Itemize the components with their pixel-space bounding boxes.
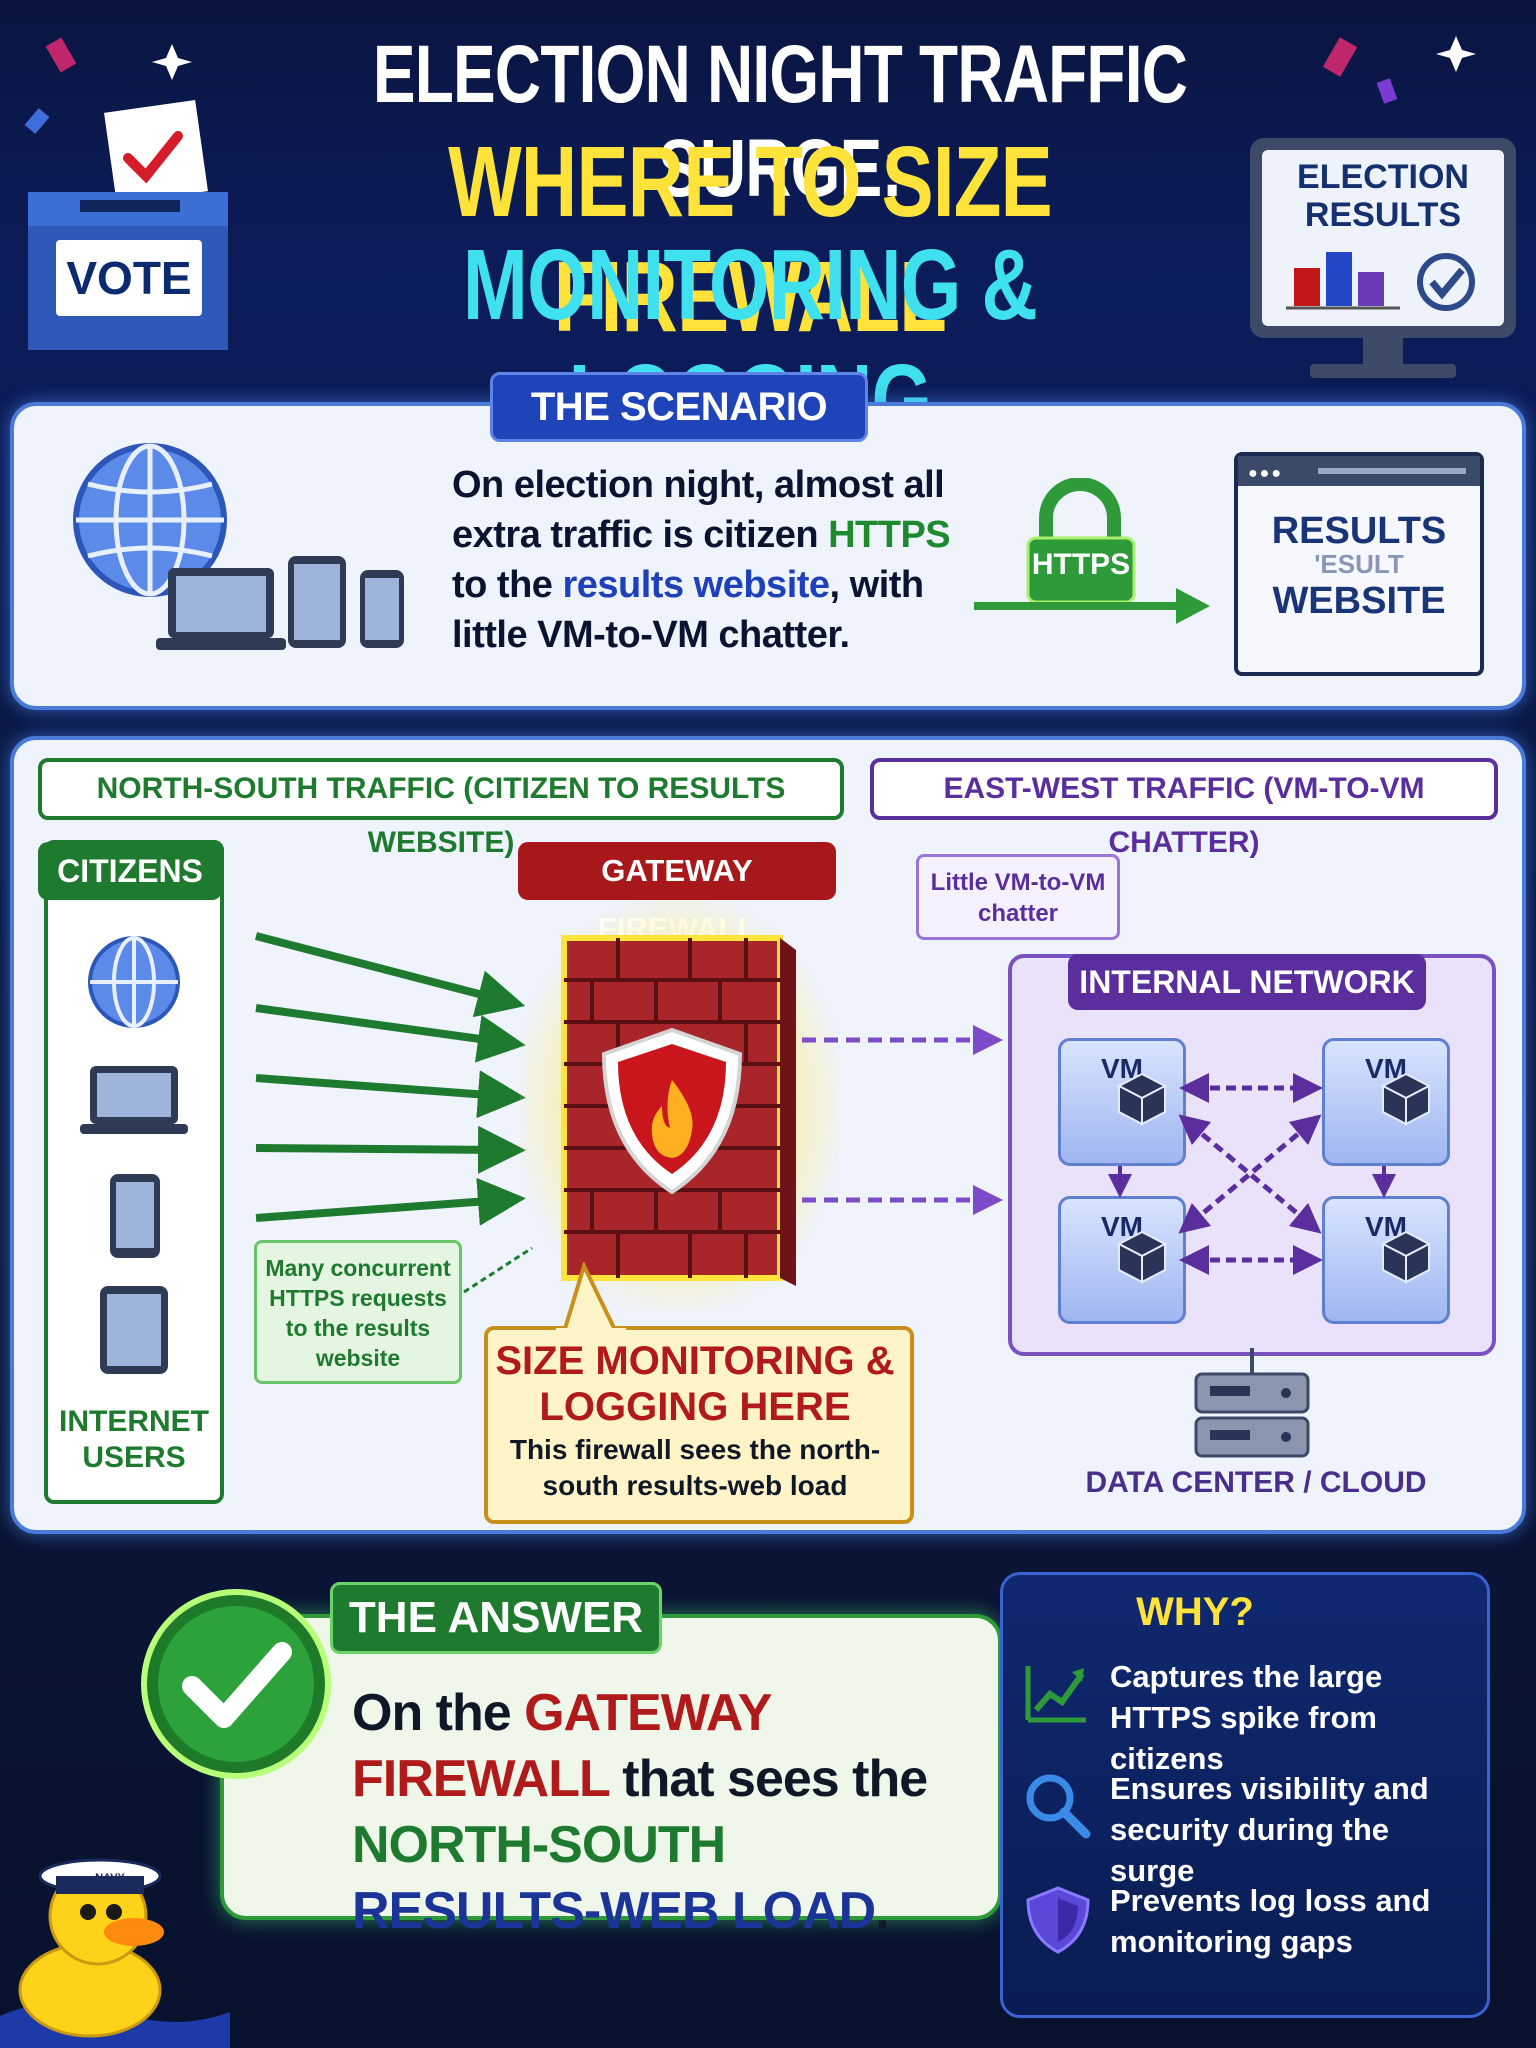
- check-circle-icon: [141, 1589, 331, 1779]
- north-south-arrows: [254, 932, 526, 1226]
- navy-duck-mascot: [0, 1858, 230, 2048]
- sparkle-icon: [1436, 36, 1476, 72]
- requests-note: Many concurrent HTTPS requests to the re…: [254, 1240, 462, 1384]
- page-title-line1: ELECTION NIGHT TRAFFIC SURGE:: [372, 29, 1188, 214]
- scenario-https-highlight: HTTPS: [828, 514, 951, 556]
- header-decorations: [24, 36, 1476, 134]
- scenario-heading: THE SCENARIO: [490, 372, 868, 442]
- scenario-results-highlight: results website: [562, 564, 830, 606]
- size-monitoring-title: SIZE MONITORING & LOGGING HERE: [495, 1339, 895, 1429]
- scenario-text-part: , with little VM-to-VM chatter.: [452, 564, 924, 656]
- answer-heading: THE ANSWER: [330, 1582, 662, 1654]
- callout-pointer: [556, 1262, 626, 1334]
- firewall-brick-wall-icon: [561, 935, 796, 1286]
- north-south-label: NORTH-SOUTH TRAFFIC (CITIZEN TO RESULTS …: [38, 758, 844, 859]
- results-website-window: ●●● RESULTS 'ESULT WEBSITE: [1234, 452, 1484, 676]
- website-title: RESULTS: [1271, 510, 1447, 552]
- why-panel: [1000, 1572, 1490, 2018]
- citizen-device-list: [80, 936, 188, 1374]
- confetti: [45, 37, 77, 73]
- laptop-icon: [80, 1066, 188, 1134]
- flame-icon: [651, 1080, 693, 1158]
- server-rack-icon: [1194, 1348, 1310, 1458]
- lock-icon: [1039, 478, 1121, 542]
- phone-icon: [110, 1174, 160, 1258]
- chatter-note: Little VM-to-VM chatter: [916, 854, 1120, 940]
- ballot-box-illustration: VOTE: [22, 100, 237, 350]
- tablet-icon: [100, 1286, 168, 1374]
- why-item-1: Captures the large HTTPS spike from citi…: [1110, 1659, 1383, 1776]
- website-subtitle: WEBSITE: [1272, 580, 1446, 622]
- answer-north-south-highlight: NORTH-SOUTH: [352, 1816, 726, 1874]
- globe-icon: [73, 443, 227, 597]
- duck-badge: NAVY: [95, 1872, 125, 1884]
- laptop-icon: [156, 568, 286, 650]
- arrow-right-icon: [1176, 588, 1210, 624]
- answer-text: On the GATEWAY FIREWALL that sees the NO…: [352, 1680, 972, 1944]
- chart-up-icon: [1025, 1666, 1086, 1723]
- gateway-firewall-title: GATEWAY FIREWALL: [518, 842, 836, 946]
- https-lock-arrow: [974, 478, 1210, 624]
- lock-label: HTTPS: [1031, 548, 1131, 581]
- data-center-label: DATA CENTER / CLOUD: [1085, 1466, 1427, 1499]
- internal-network-title: INTERNAL NETWORK: [1068, 954, 1426, 1010]
- bar-chart-icon: [1286, 252, 1475, 311]
- confetti: [1376, 78, 1398, 104]
- answer-text-part: that sees the: [608, 1750, 928, 1808]
- cube-icon: [1116, 1072, 1432, 1284]
- internet-users-label: INTERNET USERS: [59, 1405, 209, 1474]
- page-title-line2: WHERE TO SIZE FIREWALL: [448, 126, 1053, 353]
- globe-icon: [88, 936, 180, 1028]
- answer-text-part: On the: [352, 1684, 525, 1742]
- confetti: [1322, 37, 1358, 77]
- why-heading: WHY?: [1136, 1590, 1254, 1634]
- size-monitoring-callout: [484, 1326, 914, 1524]
- magnifier-icon: [1026, 1774, 1091, 1839]
- scenario-text-part: On election night, almost all extra traf…: [452, 464, 945, 556]
- answer-gateway-highlight: GATEWAY FIREWALL: [352, 1684, 771, 1808]
- note-pointer: [463, 1246, 533, 1294]
- shield-icon: [1026, 1886, 1090, 1954]
- why-item-2: Ensures visibility and security during t…: [1110, 1771, 1429, 1888]
- why-item-3: Prevents log loss and monitoring gaps: [1110, 1883, 1431, 1959]
- answer-results-web-highlight: RESULTS-WEB LOAD: [352, 1882, 876, 1940]
- results-monitor-illustration: ELECTION RESULTS: [1250, 138, 1516, 384]
- east-west-label: EAST-WEST TRAFFIC (VM-TO-VM CHATTER): [870, 758, 1498, 859]
- vm-mesh-arrows: [1108, 1072, 1432, 1284]
- sparkle-icon: [152, 44, 192, 80]
- phone-icon: [360, 570, 404, 648]
- confetti: [24, 108, 50, 134]
- tablet-icon: [288, 556, 346, 648]
- east-west-link-arrows: [802, 1025, 1003, 1215]
- monitor-title: ELECTION RESULTS: [1297, 158, 1469, 234]
- citizen-devices-illustration: [73, 443, 404, 650]
- browser-bar: ●●●: [1238, 456, 1480, 486]
- scenario-text-part: to the: [452, 564, 563, 606]
- scenario-text: On election night, almost all extra traf…: [452, 460, 952, 660]
- answer-text-part: .: [875, 1882, 889, 1940]
- website-ghost-text: 'ESULT: [1314, 549, 1404, 579]
- citizens-title: CITIZENS: [38, 842, 222, 900]
- vote-label: VOTE: [56, 240, 202, 316]
- size-monitoring-subtitle: This firewall sees the north-south resul…: [509, 1434, 881, 1501]
